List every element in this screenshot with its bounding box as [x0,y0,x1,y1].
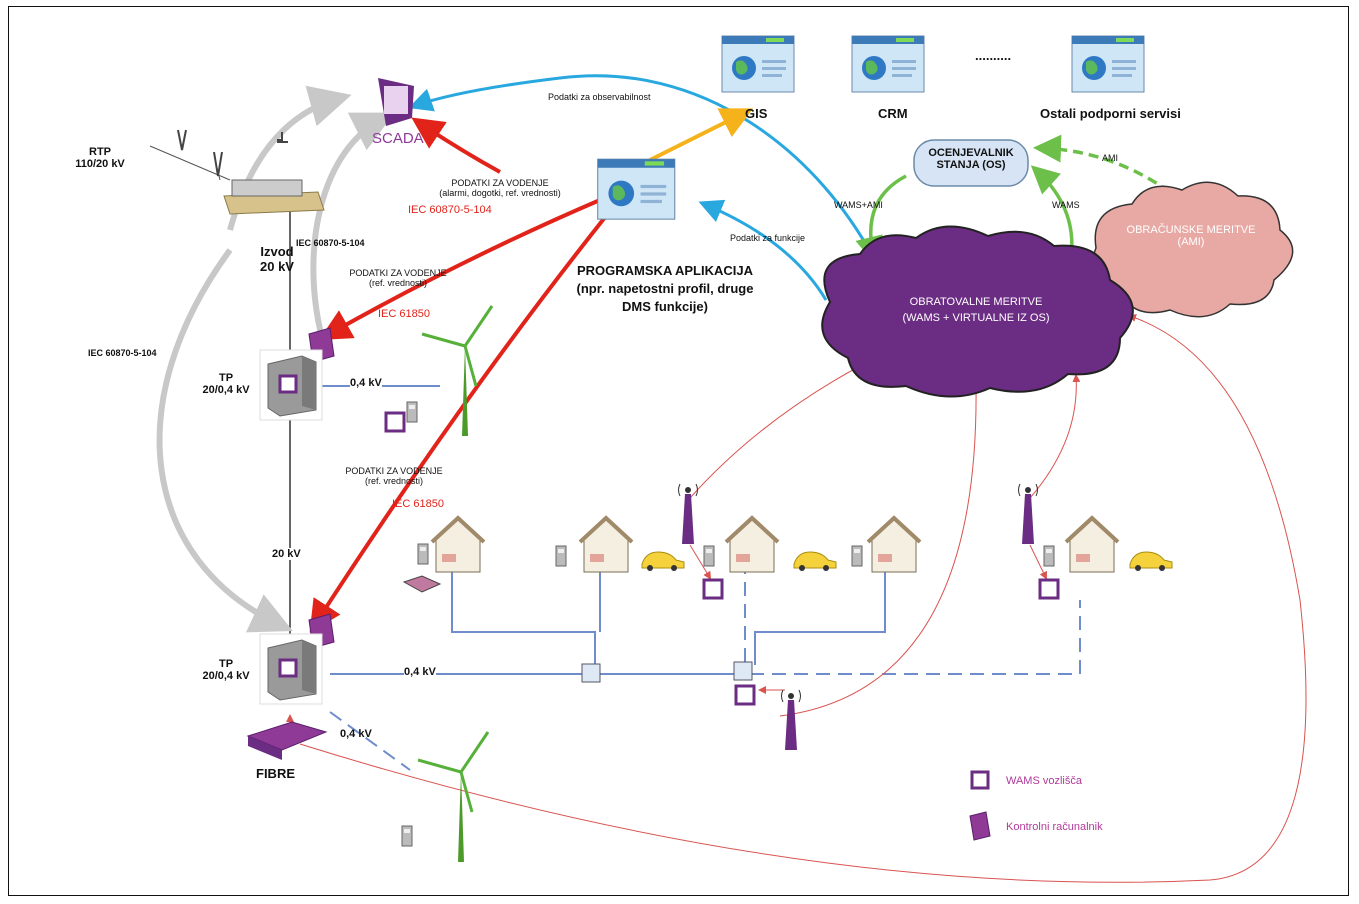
voltage-label: 0,4 kV [350,377,382,389]
operational-cloud-label: OBRATOVALNE MERITVE (WAMS + VIRTUALNE IZ… [902,296,1050,324]
control-data-label: PODATKI ZA VODENJE (ref. vrednosti) [349,268,447,288]
protocol-label: IEC 60870-5-104 [408,204,492,216]
control-data-label: PODATKI ZA VODENJE (alarmi, dogotki, ref… [439,178,561,198]
voltage-label: 20 kV [272,548,301,560]
legend-computer-label: Kontrolni računalnik [1006,821,1103,833]
scada-monitor [378,78,414,126]
billing-cloud-label: OBRAČUNSKE MERITVE (AMI) [1126,224,1256,248]
voltage-label: 0,4 kV [404,666,436,678]
flow-label: WAMS [1052,200,1080,210]
protocol-label: IEC 60870-5-104 [296,238,365,248]
crm-label: CRM [878,106,908,121]
other-services-label: Ostali podporni servisi [1040,106,1181,121]
scada-label: SCADA [372,130,424,147]
gis-label: GIS [745,106,768,121]
control-arrows [309,117,608,633]
data-arrows [408,74,882,301]
flow-label: AMI [1102,153,1119,163]
functions-label: Podatki za funkcije [730,233,806,243]
estimator-label: OCENJEVALNIK STANJA (OS) [928,147,1014,171]
fibre-label: FIBRE [256,766,295,781]
control-data-label: PODATKI ZA VODENJE (ref. vrednosti) [345,466,443,486]
measurement-links [286,314,1307,883]
diagram-border [8,6,1349,896]
app-label: PROGRAMSKA APLIKACIJA (npr. napetostni p… [576,263,754,314]
feeder-lines [289,210,1081,771]
legend-wams-label: WAMS vozlišča [1006,775,1082,787]
observability-label: Podatki za observabilnost [548,92,651,102]
flow-label: WAMS+AMI [834,200,883,210]
voltage-label: 0,4 kV [340,728,372,740]
services-ellipsis: .......... [975,48,1012,63]
protocol-label: IEC 60870-5-104 [88,348,157,358]
protocol-label: IEC 61850 [392,498,444,510]
protocol-label: IEC 61850 [378,308,430,320]
rtp-substation [149,129,325,215]
